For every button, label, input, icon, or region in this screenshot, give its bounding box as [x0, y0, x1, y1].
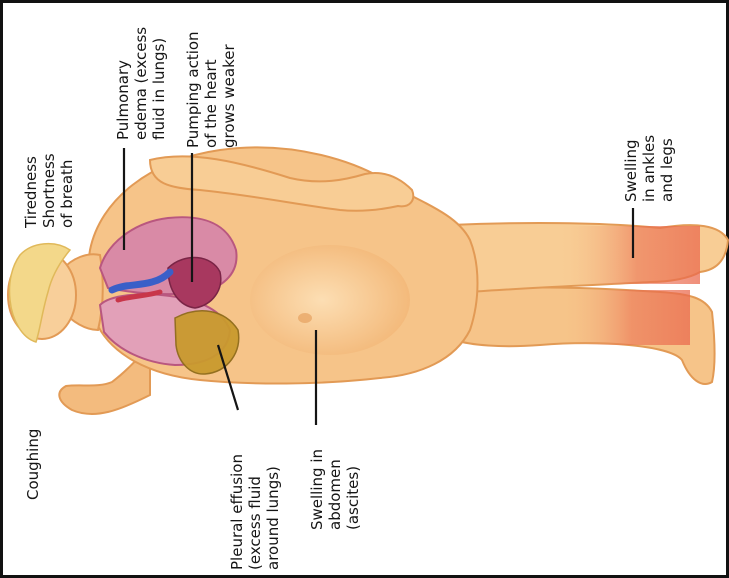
navel	[298, 313, 312, 323]
label-coughing: Coughing	[24, 429, 42, 500]
label-tiredness: Tiredness Shortness of breath	[22, 149, 76, 229]
right-leg-redness	[560, 226, 700, 284]
abdomen	[250, 245, 410, 355]
left-leg-redness	[560, 290, 690, 345]
label-swelling-legs: Swelling in ankles and legs	[622, 130, 676, 202]
